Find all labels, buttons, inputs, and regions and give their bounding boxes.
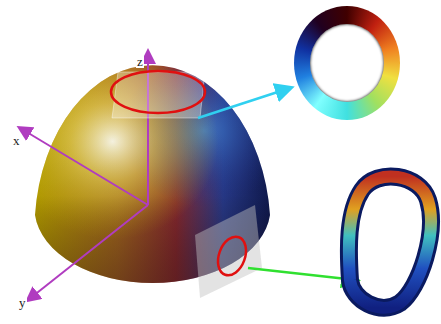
axis-label: y xyxy=(18,296,27,309)
axis-label: z xyxy=(136,55,144,68)
axis-label: x xyxy=(12,134,21,147)
torus-hole xyxy=(310,24,384,102)
